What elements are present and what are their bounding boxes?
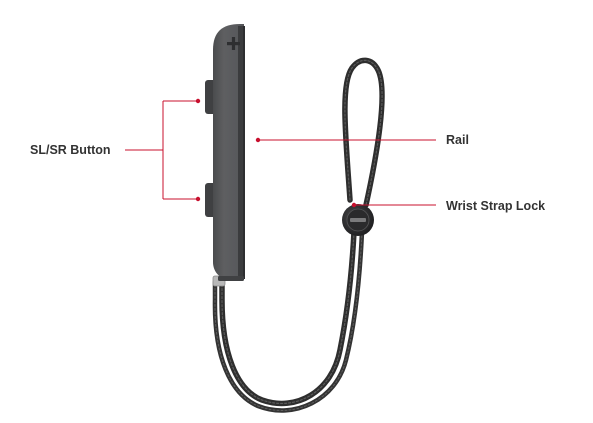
joycon-body <box>205 24 245 281</box>
wrist-strap-lock <box>342 204 374 236</box>
dot-rail <box>255 137 261 143</box>
plus-icon <box>227 37 240 50</box>
joycon-shell <box>213 24 244 280</box>
leader-lines <box>125 100 436 206</box>
dot-sl <box>195 98 201 104</box>
dot-sr <box>195 196 201 202</box>
dot-wrist-lock <box>351 202 357 208</box>
label-wrist-strap-lock: Wrist Strap Lock <box>446 199 546 213</box>
label-sl-sr-button: SL/SR Button <box>30 143 111 157</box>
wrist-strap <box>212 57 385 413</box>
leader-dots <box>195 98 357 208</box>
label-rail: Rail <box>446 133 469 147</box>
strap-loop <box>342 57 385 208</box>
rail <box>238 26 245 279</box>
